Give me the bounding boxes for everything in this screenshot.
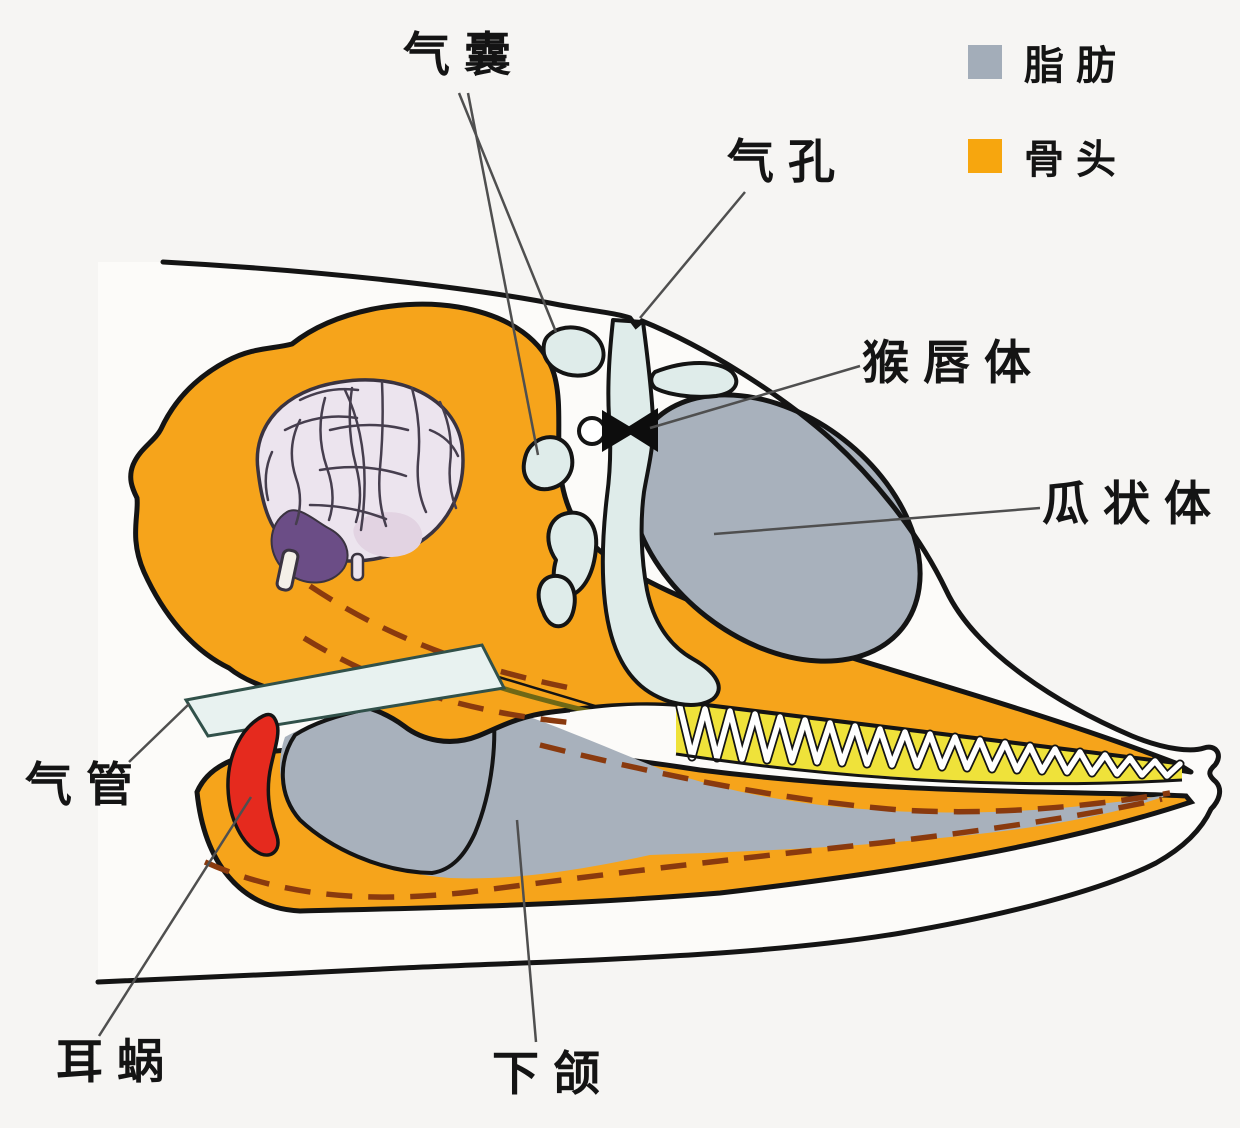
teeth-top-edge (673, 699, 1185, 766)
bone-swatch-rect (968, 139, 1002, 173)
dashed-line-jaw-bottom (203, 796, 1163, 900)
air-sac-upper-left (541, 325, 606, 378)
label-phonic-lips: 猴唇体 (862, 336, 1045, 389)
leader-air-sacs-2 (466, 92, 540, 456)
cochlea-body (226, 712, 280, 857)
teeth-bottom-edge (675, 752, 1183, 786)
legend-label-fat: 脂肪 (1024, 44, 1128, 88)
nasal-plug-circle (577, 416, 607, 446)
leader-lower-jaw (515, 819, 538, 1043)
air-sac-system (521, 318, 739, 707)
jaw-fat-body (280, 697, 1168, 879)
label-trachea: 气管 (25, 758, 147, 811)
brain-gyri-lines (264, 380, 460, 532)
label-melon: 瓜状体 (1042, 477, 1225, 530)
legend-label-bone: 骨头 (1024, 138, 1128, 182)
leader-trachea (128, 703, 190, 763)
teeth-zigzag-white (677, 704, 1183, 779)
fat-swatch-icon (968, 45, 1002, 79)
air-sac-lowest (536, 573, 577, 629)
legend: 脂肪 骨头 (968, 33, 1128, 185)
dashed-line-fat-top (539, 742, 1171, 815)
brain-stem (275, 548, 300, 592)
leader-phonic-lips (649, 364, 861, 430)
leader-lines (97, 92, 1041, 1043)
brain-pale-lobe (353, 512, 423, 558)
label-air-sacs: 气囊 (403, 28, 525, 81)
label-blowhole: 气孔 (727, 135, 849, 188)
leader-melon (713, 506, 1041, 536)
legend-item-bone: 骨头 (968, 127, 1128, 185)
air-sac-left-mid (521, 435, 575, 492)
legend-item-fat: 脂肪 (968, 33, 1128, 91)
label-lower-jaw: 下颌 (492, 1047, 614, 1100)
leader-cochlea (97, 796, 253, 1037)
brain-stem-small (350, 552, 365, 582)
mouth-gap (570, 705, 678, 748)
nasal-passage (600, 318, 721, 707)
label-cochlea: 耳蜗 (56, 1035, 178, 1088)
head-profile-outline (95, 259, 1223, 985)
brain (255, 378, 465, 592)
bone-swatch-icon (968, 139, 1002, 173)
phonic-lips-bowtie (602, 408, 658, 452)
fat-swatch-rect (968, 45, 1002, 79)
leader-blowhole (639, 191, 746, 319)
air-sac-right (649, 361, 739, 399)
